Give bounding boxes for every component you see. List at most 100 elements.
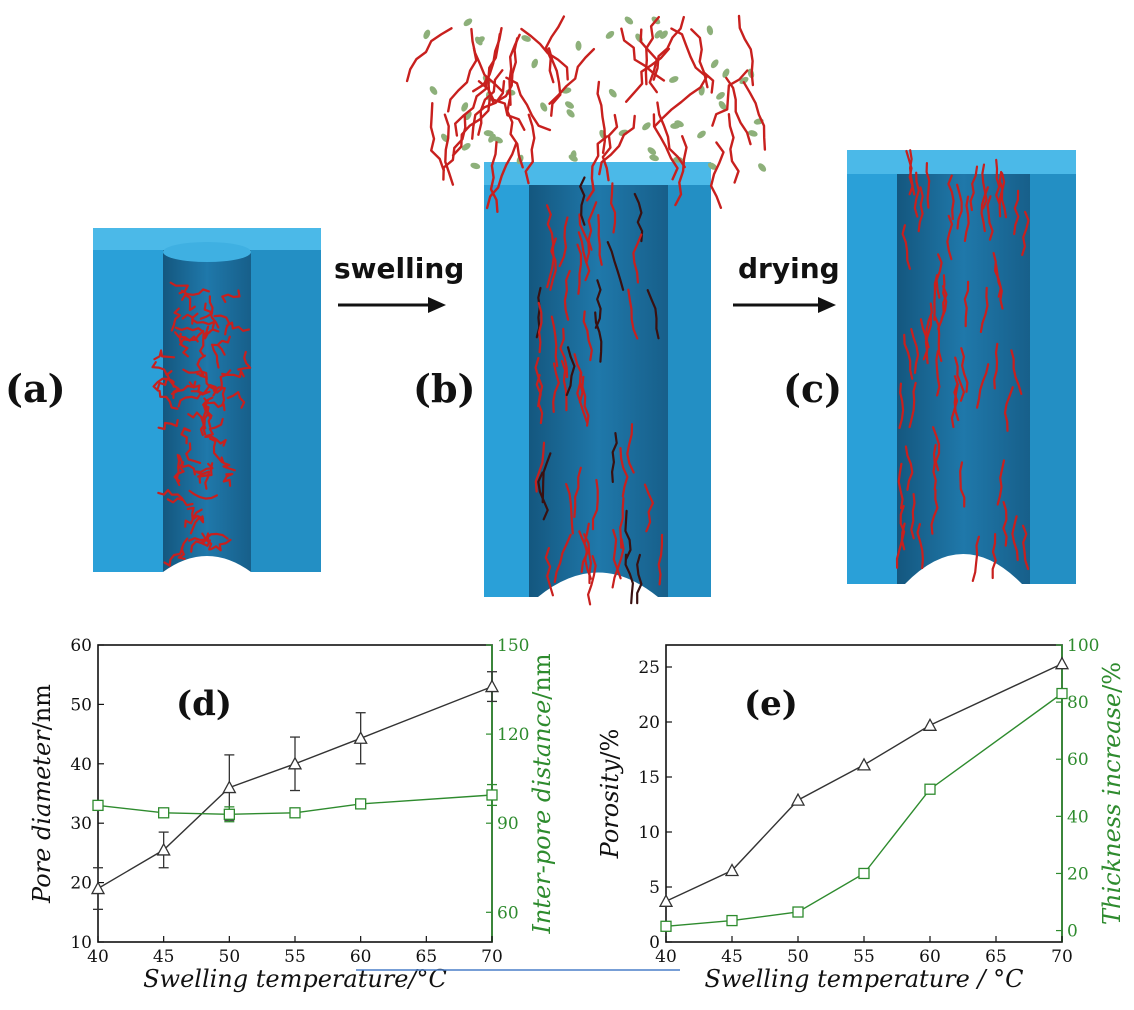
polymer-chain [992,252,1002,298]
polymer-chain [578,213,591,264]
polymer-chain [170,307,182,332]
solvent-molecule [716,91,725,100]
polymer-chain [969,165,979,212]
polymer-chains-extended [405,14,767,606]
polymer-chain [550,315,559,368]
data-point-triangle [287,756,303,770]
data-point-square [660,920,672,932]
polymer-chain [157,489,184,500]
panel-c-template-dried [847,149,1076,584]
polymer-chain [897,462,904,510]
polymer-chain [537,301,543,354]
plot-frame [97,644,493,943]
y-right-tick-label: 90 [497,814,519,834]
solvent-molecule [608,88,617,98]
polymer-chain [674,135,688,207]
y-left-axis-title: Porosity/% [596,729,624,860]
polymer-chain [222,472,234,487]
polymer-chain [924,302,933,349]
polymer-chain [646,289,660,340]
solvent-molecule [669,76,679,83]
polymer-chain [560,359,568,412]
polymer-chain [594,279,602,329]
polymer-chain [205,417,224,437]
polymer-chain [174,326,205,333]
polymer-chain [442,114,467,181]
polymer-chain [639,28,658,94]
series-line-0 [665,663,1063,902]
data-point-square [158,807,170,819]
polymer-chain [563,269,571,321]
x-tick-label: 40 [87,947,109,967]
polymer-chain [935,253,943,299]
polymer-chain [429,102,445,172]
x-tick-label: 50 [787,947,809,967]
polymer-chain [742,81,767,151]
polymer-chain [711,69,749,127]
arrow-swelling: swelling [334,252,464,313]
polymer-chain [508,33,521,106]
polymer-chain [197,470,211,490]
polymer-chain [624,553,634,605]
y-right-title-italic: Inter-pore distance [528,700,556,935]
polymer-chain [166,497,194,507]
y-left-tick-label: 50 [70,695,92,715]
y-left-tick-label: 25 [638,658,660,678]
y-right-title-unit: /% [1098,662,1126,693]
polymer-chain [627,288,639,340]
polymer-chain [910,493,916,540]
polymer-chain [652,15,685,81]
polymer-chain [585,135,609,202]
polymer-chain [601,113,619,182]
polymer-chain [576,243,583,295]
polymer-chain [177,537,189,560]
y-right-tick-label: 80 [1067,693,1089,713]
polymer-chain [544,547,554,597]
solvent-molecule [483,130,494,137]
x-tick-label: 50 [219,947,241,967]
polymer-chain [727,113,740,184]
polymer-chain [1003,386,1014,432]
polymer-chain [899,504,906,551]
polymer-chain [606,241,625,291]
polymer-chain [220,456,236,472]
polymer-chain [656,101,686,169]
polymer-chain [204,399,213,428]
data-point-square [726,914,738,927]
x-tick-label: 45 [153,947,175,967]
polymer-chain [169,281,189,295]
x-axis-title: Swelling temperature / °C [704,965,1023,993]
polymer-chain [908,381,917,429]
polymer-chain [535,374,544,425]
x-tick-label: 55 [284,947,306,967]
polymer-chain [963,195,970,242]
polymer-chain [611,538,625,589]
polymer-chain [151,361,173,376]
polymer-chain [587,201,598,251]
polymer-chain [913,171,920,218]
polymer-chain [447,47,478,113]
polymer-chain [505,76,552,132]
polymer-chain [211,343,220,369]
polymer-chain [173,453,181,482]
polymer-chain [910,328,920,374]
polymer-chain [986,195,994,241]
polymer-chain [936,285,948,331]
polymer-chain [1013,189,1020,236]
polymer-chain [577,231,591,282]
polymer-chains-wall [895,149,1030,582]
solvent-molecule [429,86,438,95]
polymer-chain [901,224,911,270]
polymer-chain [1010,349,1023,395]
polymer-chain [177,392,202,408]
y-left-tick-label: 10 [70,933,92,953]
data-point-triangle [922,717,938,731]
polymer-chain [506,98,524,169]
polymer-chain [200,532,213,551]
polymer-chain [213,314,231,336]
solvent-molecule [463,18,473,27]
polymer-chain [587,555,597,606]
x-tick-label: 60 [350,947,372,967]
polymer-chain [653,75,708,128]
